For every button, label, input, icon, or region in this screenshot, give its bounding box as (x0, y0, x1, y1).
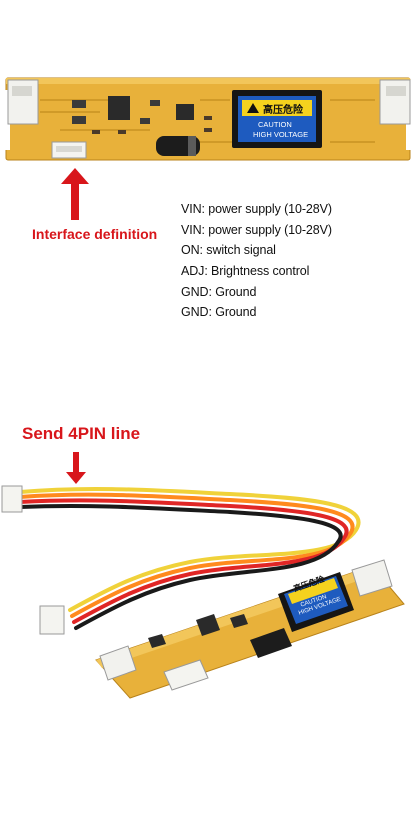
interface-definition-label: Interface definition (32, 226, 158, 242)
bottom-inverter-board-image (1, 485, 405, 699)
top-inverter-board-image (0, 77, 416, 161)
pin-definition-6: GND: Ground (181, 305, 257, 319)
top-warning-cn: 高压危险 (263, 105, 303, 116)
top-warning-en-line1: CAUTION (258, 120, 292, 129)
pin-definition-3: ON: switch signal (181, 243, 276, 257)
pin-definition-4: ADJ: Brightness control (181, 264, 310, 278)
send-4pin-line-label: Send 4PIN line (22, 424, 141, 443)
pin-definition-2: VIN: power supply (10-28V) (181, 223, 332, 237)
top-warning-en-line2: HIGH VOLTAGE (253, 130, 309, 139)
pin-definition-1: VIN: power supply (10-28V) (181, 202, 332, 216)
interface-arrow-icon (61, 168, 89, 220)
send-arrow-icon (66, 452, 86, 484)
pin-definition-5: GND: Ground (181, 285, 257, 299)
